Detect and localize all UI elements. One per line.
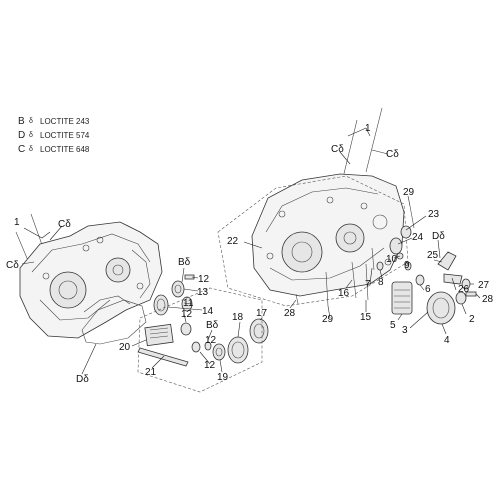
legend-row-loctite-648: C δ LOCTITE 648 — [18, 144, 89, 155]
callout-5: 5 — [390, 320, 396, 331]
legend-row-loctite-574: D δ LOCTITE 574 — [18, 130, 89, 141]
sealant-marker-c: Cδ — [331, 144, 344, 155]
callout-27: 27 — [478, 280, 490, 291]
callout-13: 13 — [197, 287, 209, 298]
callout-9: 9 — [404, 260, 410, 271]
sealant-marker-b: Bδ — [206, 320, 219, 331]
legend-letter: D — [18, 130, 26, 141]
legend-letter: B — [18, 116, 25, 127]
left-crankcase-half — [15, 213, 163, 339]
callout-29-bottom: 29 — [322, 314, 334, 325]
sealant-marker-d: Dδ — [76, 374, 89, 385]
sealant-marker-c: Cδ — [58, 219, 71, 230]
callout-12-right: 12 — [205, 335, 217, 346]
callout-11: 11 — [183, 298, 194, 309]
callout-3: 3 — [402, 325, 408, 336]
callout-29-top: 29 — [403, 187, 415, 198]
callout-23: 23 — [428, 209, 440, 220]
callout-26: 26 — [458, 284, 470, 295]
leader-lines — [21, 127, 481, 375]
callout-8: 8 — [378, 277, 384, 288]
callout-22: 22 — [227, 236, 239, 247]
sealant-markers: Cδ Cδ Cδ Cδ Bδ Bδ Dδ Dδ — [6, 144, 445, 385]
callout-24: 24 — [412, 232, 424, 243]
drop-icon: δ — [29, 118, 33, 125]
legend-letter: C — [18, 144, 26, 155]
callout-19: 19 — [217, 372, 229, 383]
legend-name: LOCTITE 648 — [40, 145, 90, 154]
callout-4: 4 — [444, 335, 450, 346]
callout-18: 18 — [232, 312, 244, 323]
legend-name: LOCTITE 574 — [40, 131, 90, 140]
sealant-marker-d: Dδ — [432, 231, 445, 242]
callout-28-left: 28 — [284, 308, 296, 319]
sealant-outline — [81, 299, 147, 345]
callout-25: 25 — [427, 250, 439, 261]
callout-17: 17 — [256, 308, 268, 319]
callout-15: 15 — [360, 312, 372, 323]
callout-12-bottom: 12 — [204, 360, 216, 371]
callout-6: 6 — [425, 284, 431, 295]
callout-16: 16 — [338, 288, 350, 299]
callout-7: 7 — [365, 279, 371, 290]
drop-icon: δ — [29, 146, 33, 153]
sealant-marker-b: Bδ — [178, 257, 191, 268]
callout-21: 21 — [145, 367, 157, 378]
callout-1-left: 1 — [14, 217, 20, 228]
callout-28-right: 28 — [482, 294, 494, 305]
legend-row-loctite-243: B δ LOCTITE 243 — [18, 116, 89, 127]
drop-icon: δ — [29, 132, 33, 139]
callout-10: 10 — [386, 254, 398, 265]
small-parts-right — [295, 205, 477, 325]
callout-14: 14 — [202, 306, 214, 317]
callout-2: 2 — [469, 314, 475, 325]
legend-name: LOCTITE 243 — [40, 117, 90, 126]
sealant-marker-c: Cδ — [386, 149, 399, 160]
callout-12-top: 12 — [198, 274, 210, 285]
callout-20: 20 — [119, 342, 131, 353]
callout-1-right: 1 — [365, 123, 371, 134]
assembly-guide-lines — [137, 287, 263, 393]
callout-12-mid: 12 — [181, 309, 193, 320]
callout-numbers: 1 1 2 3 4 5 6 7 8 9 10 11 12 12 12 12 13… — [14, 123, 494, 383]
sealant-marker-c: Cδ — [6, 260, 19, 271]
